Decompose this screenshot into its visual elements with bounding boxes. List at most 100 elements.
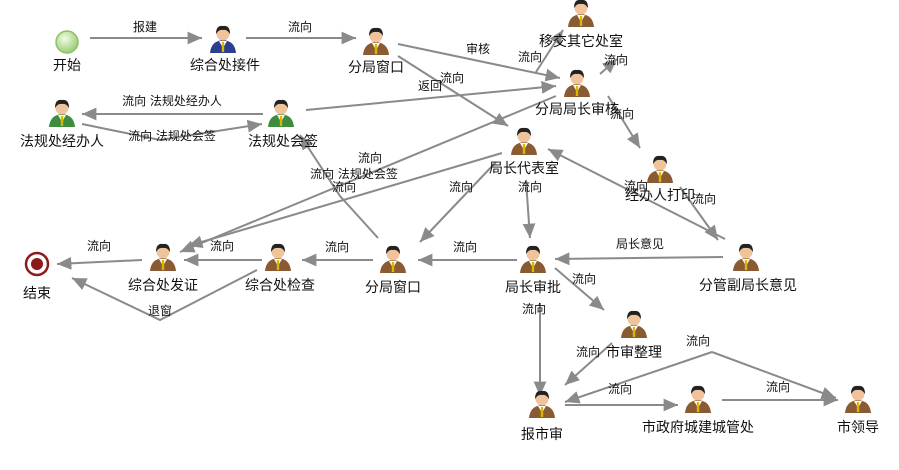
node-jbrdy[interactable]: 经办人打印 xyxy=(625,155,695,204)
hair-shape xyxy=(369,27,383,36)
node-jzsp[interactable]: 局长审批 xyxy=(505,245,561,296)
face-shape xyxy=(570,71,584,85)
user-icon xyxy=(210,25,236,53)
tie-shape xyxy=(632,327,636,337)
edge-label: 流向 xyxy=(608,381,632,396)
node-yjqt[interactable]: 移交其它处室 xyxy=(539,0,623,50)
hair-shape xyxy=(574,0,588,8)
node-label: 开始 xyxy=(53,58,81,74)
edge-label: 流向 xyxy=(522,301,546,316)
user-icon xyxy=(568,0,594,27)
edge-e5 xyxy=(599,58,618,75)
edge-e23 xyxy=(71,269,258,322)
tie-shape xyxy=(60,116,64,126)
hair-shape xyxy=(851,385,865,394)
user-icon xyxy=(564,69,590,97)
tie-shape xyxy=(744,260,748,270)
node-sld[interactable]: 市领导 xyxy=(837,385,879,436)
user-icon xyxy=(49,99,75,127)
face-shape xyxy=(55,101,69,115)
face-shape xyxy=(691,387,705,401)
end-event-core xyxy=(31,258,43,270)
edge-e9 xyxy=(81,119,263,142)
node-label: 分局窗口 xyxy=(365,279,421,296)
tie-shape xyxy=(579,16,583,26)
edge-label: 流向 法规处经办人 xyxy=(122,93,222,108)
hair-shape xyxy=(653,155,667,164)
node-end[interactable]: 结束 xyxy=(23,251,51,302)
node-fghq[interactable]: 法规处会签 xyxy=(248,99,318,150)
node-label: 局长代表室 xyxy=(489,160,559,177)
tie-shape xyxy=(856,402,860,412)
user-icon xyxy=(845,385,871,413)
node-label: 综合处接件 xyxy=(190,57,260,74)
user-icon xyxy=(529,390,555,418)
face-shape xyxy=(517,129,531,143)
user-icon xyxy=(733,243,759,271)
edge-label: 退窗 xyxy=(148,304,172,318)
hair-shape xyxy=(55,99,69,108)
hair-shape xyxy=(271,243,285,252)
user-icon xyxy=(363,27,389,55)
edge-label: 流向 xyxy=(453,239,477,254)
tie-shape xyxy=(696,402,700,412)
user-icon xyxy=(380,245,406,273)
user-icon xyxy=(268,99,294,127)
edge-e12 xyxy=(187,152,503,249)
tie-shape xyxy=(522,144,526,154)
edge-label: 流向 xyxy=(87,238,111,253)
hair-shape xyxy=(627,310,641,319)
face-shape xyxy=(739,245,753,259)
edge-label: 流向 xyxy=(332,179,356,194)
edge-e11 xyxy=(179,95,557,253)
node-label: 综合处发证 xyxy=(128,278,198,294)
edge-e27 xyxy=(711,351,837,399)
edge-label: 流向 xyxy=(692,191,716,206)
face-shape xyxy=(526,247,540,261)
edge-label: 流向 xyxy=(440,70,464,85)
node-jzdbs[interactable]: 局长代表室 xyxy=(489,127,559,177)
edge-e16 xyxy=(547,148,726,240)
face-shape xyxy=(535,392,549,406)
edge-e4 xyxy=(535,29,564,73)
tie-shape xyxy=(221,42,225,52)
node-fjck2[interactable]: 分局窗口 xyxy=(365,245,421,296)
edge-label: 流向 xyxy=(358,150,382,165)
edge-e6 xyxy=(397,55,509,127)
node-bss[interactable]: 报市审 xyxy=(521,390,563,443)
node-zhjj[interactable]: 综合处接件 xyxy=(190,25,260,74)
start-event-icon xyxy=(55,30,79,54)
edge-label: 流向 xyxy=(604,52,628,67)
tie-shape xyxy=(374,44,378,54)
node-fgfjz[interactable]: 分管副局长意见 xyxy=(699,243,797,294)
node-label: 市审整理 xyxy=(606,344,662,361)
node-fgjbr[interactable]: 法规处经办人 xyxy=(20,99,104,150)
node-label: 分局局长审核 xyxy=(535,102,619,118)
tie-shape xyxy=(391,262,395,272)
face-shape xyxy=(627,312,641,326)
edge-label: 流向 xyxy=(518,179,542,194)
edge-label: 流向 xyxy=(576,344,600,359)
node-zhjc[interactable]: 综合处检查 xyxy=(245,243,315,294)
node-label: 结束 xyxy=(23,286,51,302)
user-icon xyxy=(150,243,176,271)
hair-shape xyxy=(570,69,584,78)
node-fjzsh[interactable]: 分局局长审核 xyxy=(535,69,619,118)
face-shape xyxy=(386,247,400,261)
node-fjck1[interactable]: 分局窗口 xyxy=(348,27,404,76)
node-label: 移交其它处室 xyxy=(539,33,623,50)
hair-shape xyxy=(216,25,230,34)
node-start[interactable]: 开始 xyxy=(53,30,81,74)
edge-label: 流向 xyxy=(288,19,312,34)
face-shape xyxy=(216,27,230,41)
node-zhfz[interactable]: 综合处发证 xyxy=(128,243,198,294)
node-ssz[interactable]: 市审整理 xyxy=(606,310,662,361)
tie-shape xyxy=(531,262,535,272)
node-label: 分管副局长意见 xyxy=(699,277,797,294)
edge-e17 xyxy=(679,186,719,241)
node-szfcj[interactable]: 市政府城建城管处 xyxy=(642,385,754,436)
edge-e13 xyxy=(299,134,379,239)
hair-shape xyxy=(517,127,531,136)
edge-label: 流向 xyxy=(572,271,596,286)
